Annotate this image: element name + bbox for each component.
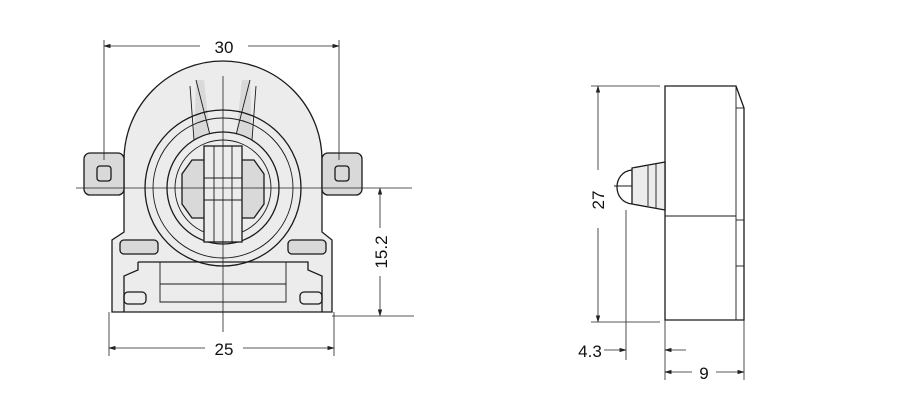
dim-side-depth: 9 <box>699 364 708 383</box>
contact-holder <box>181 159 265 219</box>
side-view <box>614 85 745 321</box>
side-contact-pin <box>631 161 666 211</box>
dim-side-height: 27 <box>589 191 608 210</box>
left-tab <box>84 153 124 195</box>
dim-side-offset: 4.3 <box>578 342 602 361</box>
dim-front-height-right: 15.2 <box>372 235 391 268</box>
right-foot-pad <box>288 240 326 254</box>
right-tab <box>322 153 362 195</box>
left-foot-pad <box>120 240 158 254</box>
dim-front-width-top: 30 <box>215 38 234 57</box>
front-dimensions: 30 25 15.2 <box>76 38 414 359</box>
dim-front-width-bottom: 25 <box>215 340 234 359</box>
side-dimensions: 27 4.3 9 <box>578 85 745 383</box>
side-body-outline <box>664 85 745 321</box>
